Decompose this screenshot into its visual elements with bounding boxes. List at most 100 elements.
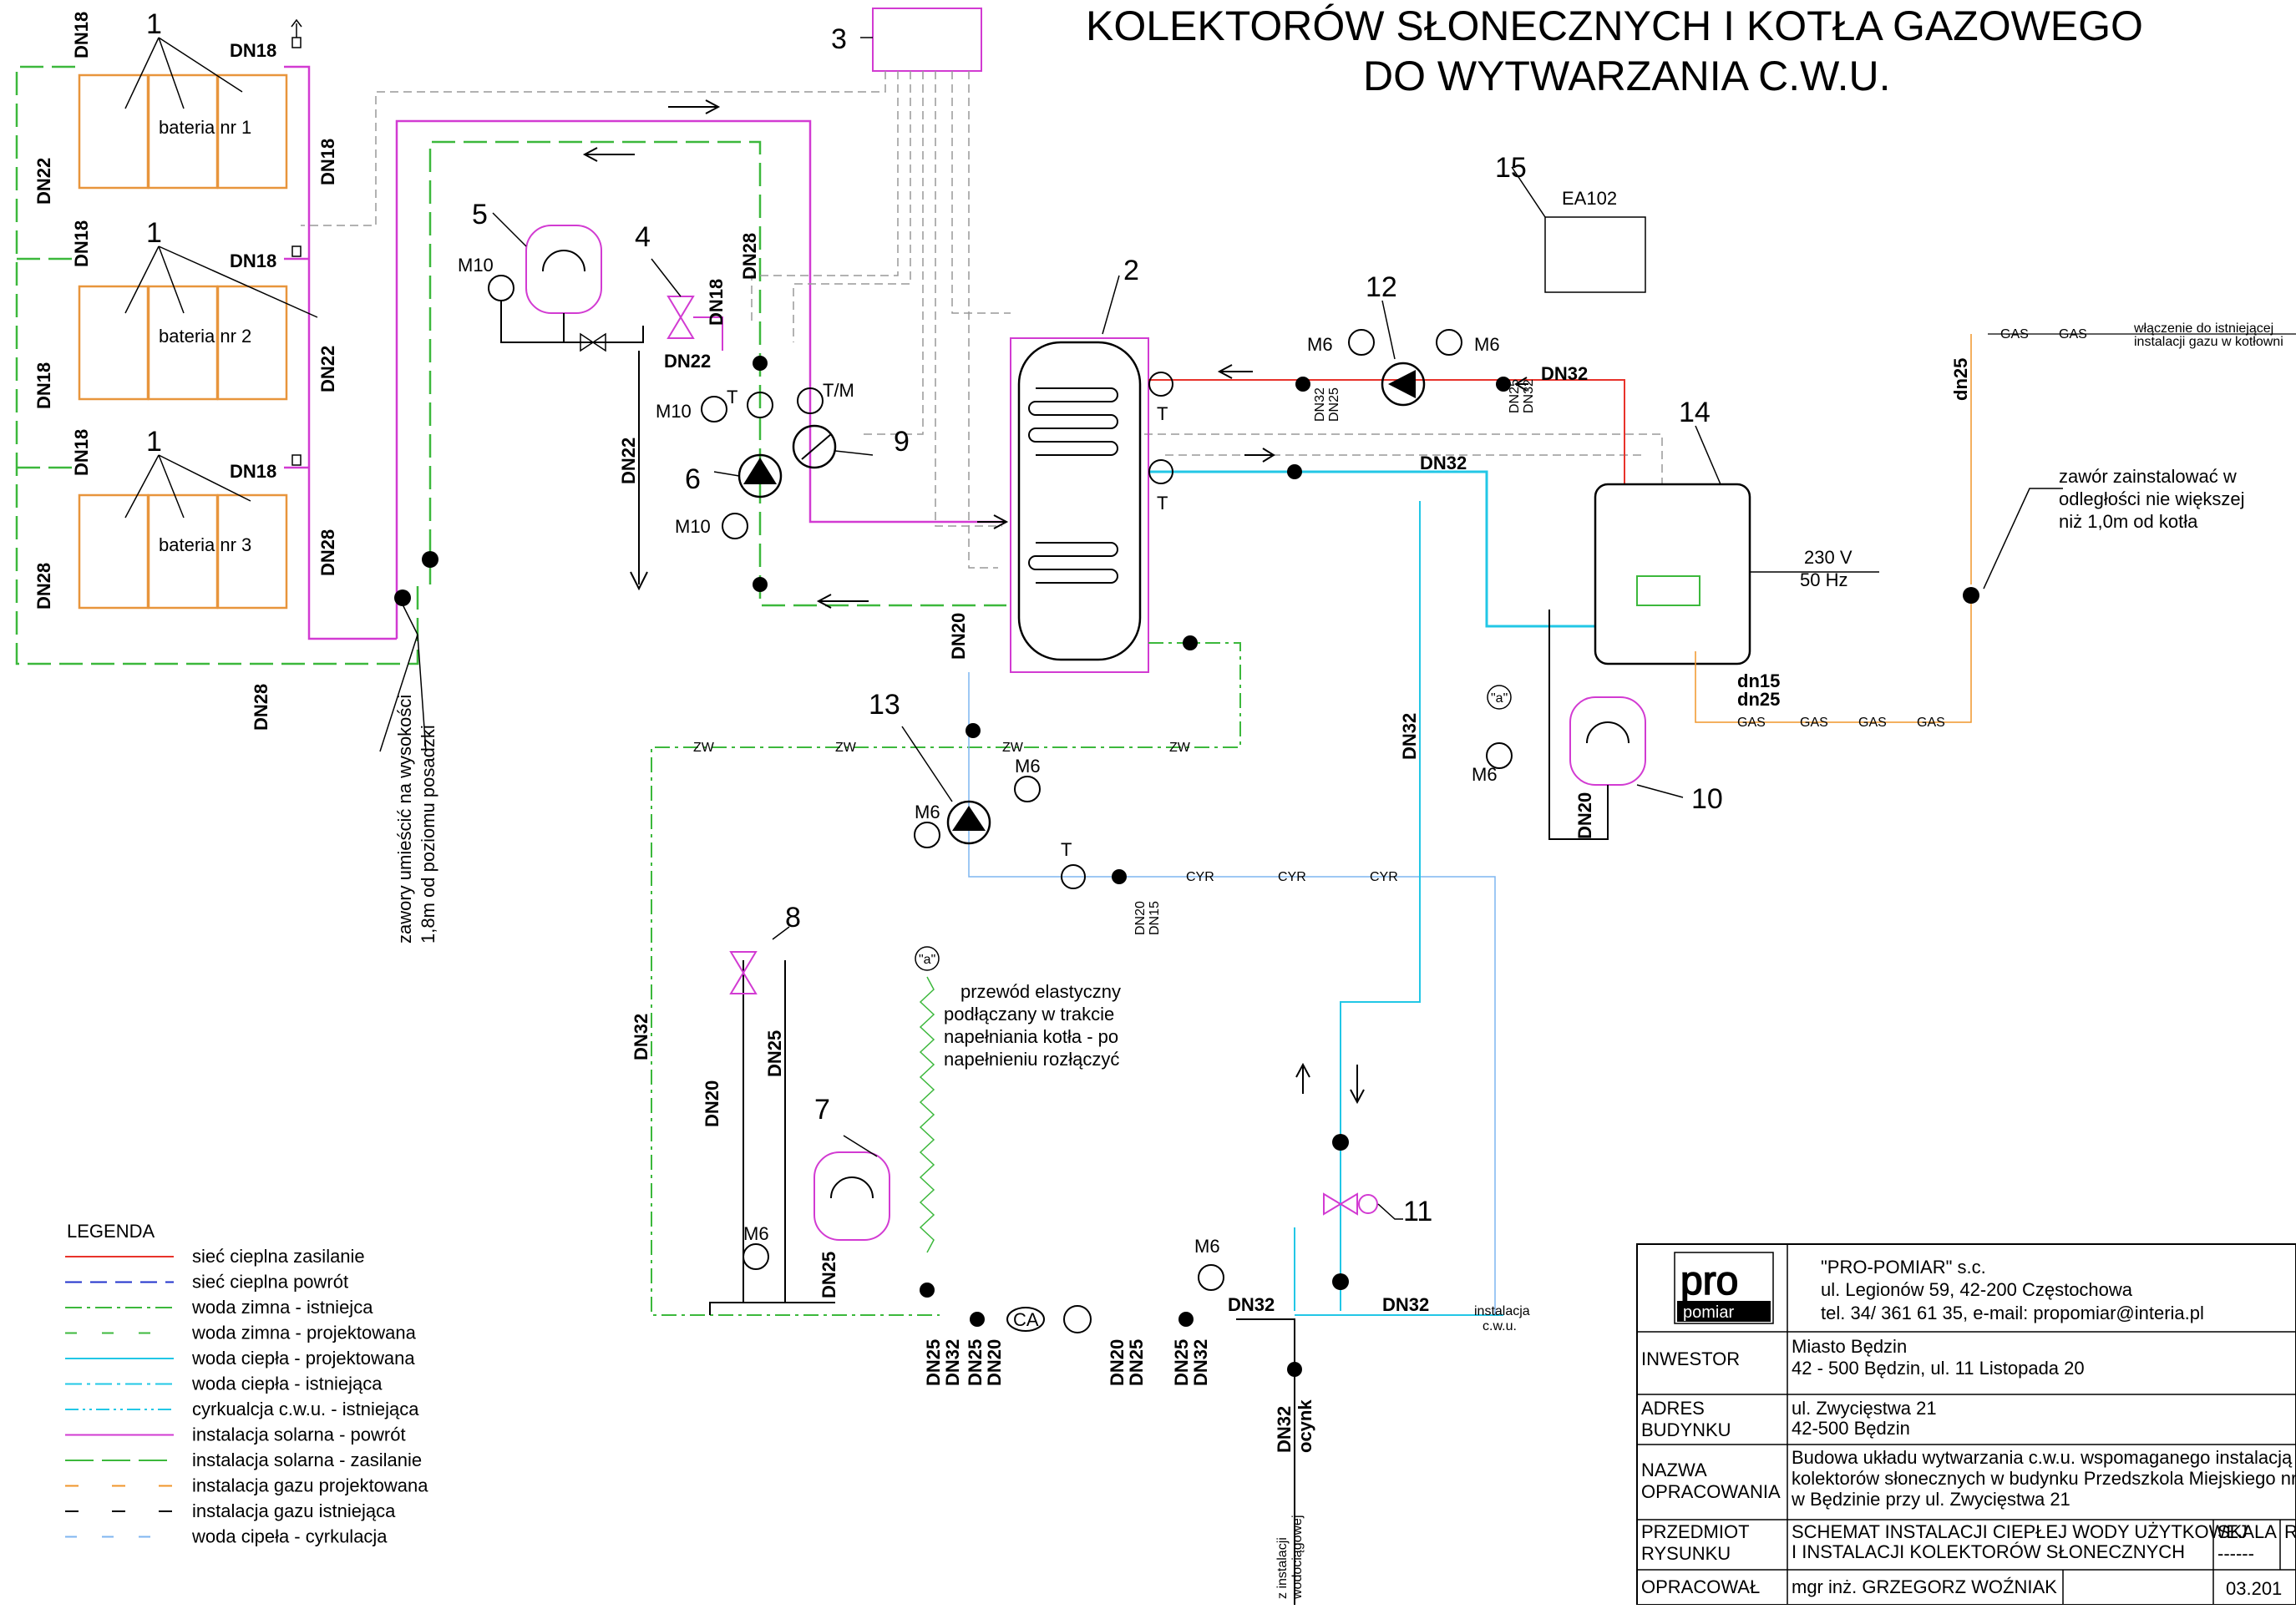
scale-label: SKALA	[2217, 1521, 2277, 1542]
ball-valve	[422, 551, 438, 568]
boiler-panel	[1636, 575, 1700, 606]
legend-label: instalacja solarna - zasilanie	[192, 1450, 422, 1470]
row-label: RYSUNKU	[1641, 1543, 1731, 1564]
ball-valve	[1287, 1362, 1302, 1377]
power-frequency: 50 Hz	[1800, 569, 1847, 590]
company-name: "PRO-POMIAR" s.c.	[1821, 1257, 1986, 1278]
pipe-size-label: DN28	[33, 563, 54, 610]
meter-label: CA	[1013, 1309, 1039, 1330]
collector-panel	[216, 285, 288, 401]
legend-label: woda zimna - istniejca	[191, 1297, 373, 1318]
pressure-gauge	[743, 1243, 769, 1270]
row-value: SCHEMAT INSTALACJI CIEPŁEJ WODY UŻYTKOWE…	[1792, 1521, 2248, 1542]
row-label: BUDYNKU	[1641, 1419, 1731, 1440]
row-label: NAZWA	[1641, 1460, 1707, 1480]
flow-arrow	[816, 594, 869, 609]
component-number-10: 10	[1691, 783, 1723, 815]
a-mark: "a"	[1491, 691, 1508, 706]
row-value: mgr inż. GRZEGORZ WOŹNIAK	[1792, 1576, 2057, 1597]
collector-battery-2: bateria nr 2	[78, 285, 288, 401]
component-number-12: 12	[1366, 271, 1397, 303]
leader-line	[901, 726, 953, 802]
collector-panel	[78, 285, 150, 401]
pipe-size-label: dn15	[1737, 670, 1780, 691]
company-logo	[1674, 1252, 1774, 1324]
ball-valve	[1332, 1134, 1349, 1151]
pipe-size-label: DN18	[71, 12, 92, 58]
solar-lines: zawory umieścić na wysokości 1,8m od poz…	[379, 99, 1006, 944]
collector-panel	[216, 493, 288, 610]
solar-supply-branches	[17, 257, 75, 469]
gas-line-projected	[1695, 334, 1972, 723]
company-contact: tel. 34/ 361 61 35, e-mail: propomiar@in…	[1821, 1303, 2204, 1323]
component-number-15: 15	[1495, 152, 1527, 184]
flow-arrow	[582, 147, 635, 162]
pressure-gauge	[1198, 1264, 1224, 1291]
gauge-label: M6	[1474, 334, 1500, 355]
gas-boiler	[1594, 483, 1751, 665]
pipe-size-label: DN20	[1574, 792, 1595, 839]
a-connection	[915, 946, 940, 971]
row-value: 42-500 Będzin	[1792, 1418, 1910, 1439]
pipe-size-label: DN32	[1399, 713, 1420, 760]
note-valves-line-1: zawory umieścić na wysokości	[394, 695, 415, 944]
collector-label: bateria nr 3	[159, 534, 251, 555]
pipe-size-label: DN18	[71, 220, 92, 267]
thermometer-label: T	[1157, 403, 1168, 424]
thermometer-label: T	[727, 387, 737, 407]
legend-label: sieć cieplna zasilanie	[192, 1246, 365, 1267]
circulation-pump	[946, 800, 991, 845]
boiler-pump	[1381, 362, 1426, 407]
component-number-6: 6	[685, 463, 701, 495]
gas-tag: GAS	[1800, 716, 1828, 730]
pressure-gauge	[1486, 742, 1513, 769]
pressure-gauge	[1014, 776, 1041, 802]
zw-tag: ZW	[693, 741, 715, 755]
thermo-manometer	[797, 387, 824, 414]
drain-line	[630, 351, 648, 591]
logo-bar	[1677, 1301, 1771, 1322]
leader-line	[1381, 300, 1396, 360]
control-wires	[301, 71, 1663, 569]
a-mark: "a"	[919, 953, 935, 967]
component-number-7: 7	[814, 1094, 830, 1126]
hot-water-distribution	[1294, 1227, 1503, 1316]
gas-tag: GAS	[2000, 327, 2029, 342]
vessel-membrane	[542, 250, 585, 272]
row-label: ADRES	[1641, 1398, 1705, 1419]
flow-arrow	[977, 514, 1009, 529]
flow-meter-arrow	[801, 433, 832, 460]
date-value: 03.201	[2226, 1578, 2282, 1599]
note-gas-valve-line-2: odległości nie większej	[2059, 488, 2245, 509]
pipe-size-label: DN18	[230, 461, 276, 482]
component-number-13: 13	[869, 689, 900, 721]
zw-tag: ZW	[835, 741, 857, 755]
pipe-size-label: dn25	[1950, 358, 1971, 401]
legend-label: woda zimna - projektowana	[191, 1323, 417, 1343]
vessel-membrane	[830, 1176, 874, 1199]
pump-symbol	[952, 806, 986, 831]
ball-valve	[1496, 377, 1511, 392]
ea-label: EA102	[1562, 188, 1617, 209]
pipe-size-label: DN32	[1382, 1294, 1429, 1315]
flow-meter	[792, 424, 837, 469]
title-block-grid	[1637, 1244, 2296, 1605]
ball-valve	[1332, 1273, 1349, 1290]
flow-arrow	[1295, 1062, 1310, 1094]
gas-tag: GAS	[1737, 716, 1766, 730]
safety-valve-8	[729, 951, 758, 994]
pipe-size-label: DN28	[739, 233, 760, 280]
legend-label: instalacja solarna - powrót	[192, 1424, 406, 1445]
note-water-in-line-2: wodociągowej	[1290, 1515, 1305, 1600]
circulation-line	[968, 672, 1487, 878]
leader-line	[843, 1135, 878, 1157]
pipe-size-label: DN32	[942, 1339, 963, 1386]
pipe-size-label: DN32	[1190, 1339, 1211, 1386]
pipe-size-label: DN20	[702, 1080, 722, 1127]
cold-water-circuit: ZW ZW ZW ZW DN32 13 M6 M6 T DN20 DN15 CY…	[631, 501, 1530, 1333]
pipe-size-label: DN32	[1313, 387, 1327, 422]
row-label: OPRACOWANIA	[1641, 1481, 1781, 1502]
flexible-hose	[919, 976, 935, 1253]
pipe-size-label: ocynk	[1295, 1399, 1315, 1453]
